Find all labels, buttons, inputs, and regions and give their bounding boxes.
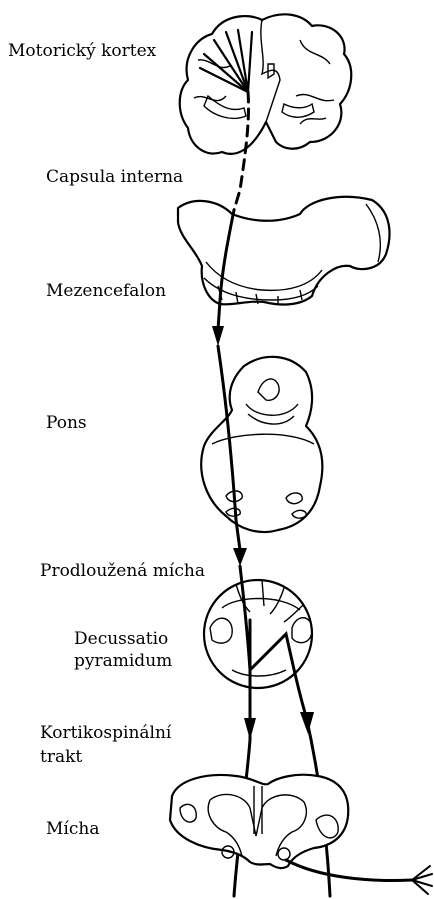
label-pons: Pons <box>46 412 87 434</box>
nerve-terminal <box>412 866 432 894</box>
peripheral-nerve <box>286 860 412 880</box>
spinal-cord-section <box>170 775 348 868</box>
pons-section <box>201 357 322 532</box>
label-decussation-line1: Decussatio <box>74 628 168 650</box>
label-decussation-line2: pyramidum <box>74 650 172 672</box>
brain-section <box>180 14 352 154</box>
label-motor-cortex: Motorický kortex <box>8 40 156 62</box>
midbrain-section <box>178 197 389 305</box>
label-internal-capsule: Capsula interna <box>46 166 183 188</box>
midbrain-outline <box>178 197 389 305</box>
brain-outline <box>180 14 352 154</box>
label-medulla: Prodloužená mícha <box>40 560 205 582</box>
label-corticospinal-line1: Kortikospinální <box>40 722 171 744</box>
label-midbrain: Mezencefalon <box>46 280 166 302</box>
pons-outline <box>201 357 322 532</box>
arrow-uncrossed <box>244 718 256 740</box>
arrow-to-medulla <box>233 548 247 566</box>
label-spinal-cord: Mícha <box>46 818 99 840</box>
label-corticospinal-line2: trakt <box>40 746 82 768</box>
arrow-to-pons <box>212 326 224 346</box>
